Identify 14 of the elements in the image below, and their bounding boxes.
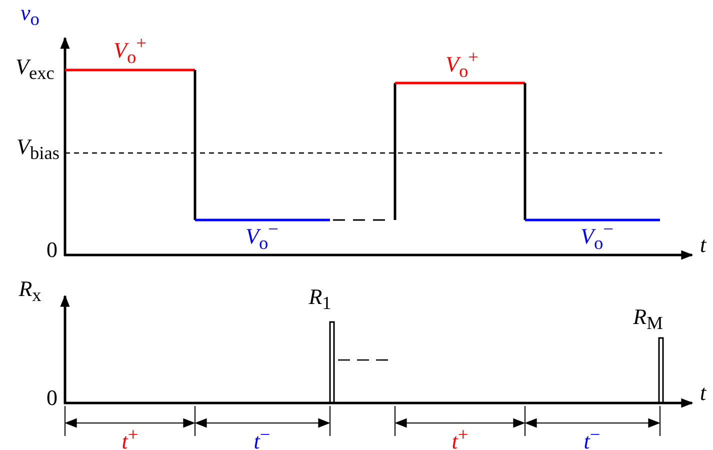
- pulse-label: R$_{1}$: [308, 284, 332, 316]
- axis-label: v$_{o}$: [20, 0, 40, 32]
- interval-label: t$^{+}$: [452, 423, 468, 450]
- axis-label: t: [700, 233, 706, 257]
- interval-label: t$^{−}$: [584, 423, 600, 450]
- axis-label: 0: [46, 238, 58, 262]
- axis-label: t: [700, 381, 706, 405]
- level-label: V$_{exc}$: [16, 54, 54, 86]
- axis-label: R$_{x}$: [18, 276, 42, 308]
- pulse-label: R$_{M}$: [633, 304, 663, 336]
- interval-label: t$^{+}$: [122, 423, 138, 450]
- level-label: V$_{bias}$: [16, 134, 60, 166]
- interval-label: t$^{−}$: [254, 423, 270, 450]
- axis-label: 0: [46, 386, 58, 410]
